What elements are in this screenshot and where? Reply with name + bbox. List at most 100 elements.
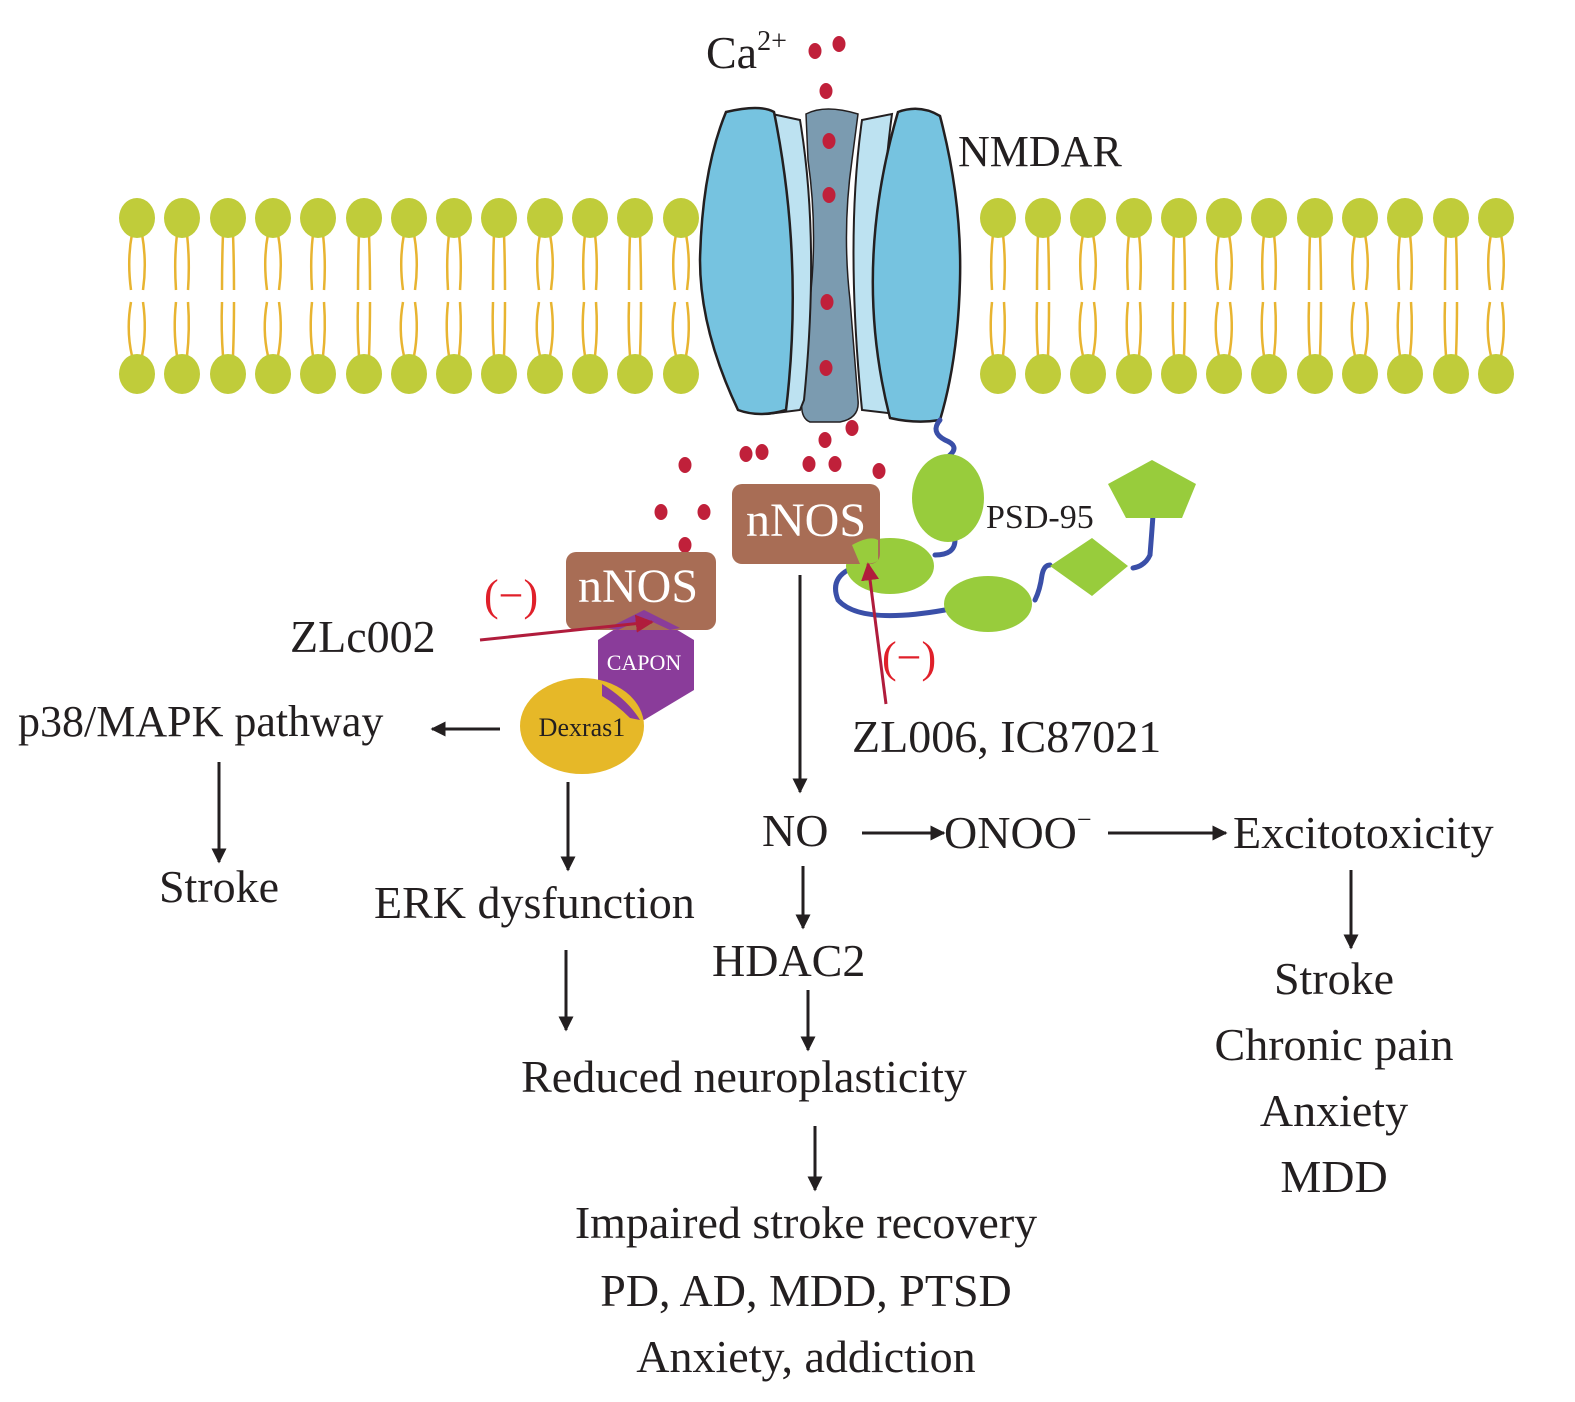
lipid-tail — [989, 301, 995, 357]
lipid-tail — [220, 233, 225, 291]
outcome-center-line: PD, AD, MDD, PTSD — [600, 1265, 1012, 1316]
lipid-head — [119, 198, 155, 238]
lipid-tail — [1227, 301, 1233, 357]
lipid-head — [391, 354, 427, 394]
lipid-tail — [231, 233, 236, 291]
calcium-ion — [872, 463, 886, 479]
lipid-head — [1297, 198, 1333, 238]
channel-subunit-right — [871, 107, 962, 423]
lipid-head — [1025, 354, 1061, 394]
lipid-tail — [1272, 233, 1278, 291]
calcium-ion — [820, 294, 834, 310]
calcium-label-base: Ca — [706, 27, 757, 78]
channel-subunit-left — [698, 106, 794, 416]
lipid-tail — [185, 233, 191, 291]
lipid-tail — [1137, 233, 1143, 291]
lipid-tail — [1499, 301, 1505, 357]
dexras1-label: Dexras1 — [539, 713, 626, 742]
lipid-tail — [593, 233, 599, 291]
calcium-ion — [739, 446, 753, 462]
zl006-inhibition-arrow — [861, 562, 888, 705]
p38-mapk-pathway-label: p38/MAPK pathway — [18, 697, 383, 746]
lipid-head — [1116, 354, 1152, 394]
calcium-ion — [822, 133, 836, 149]
lipid-tail — [263, 301, 270, 357]
lipid-tail — [1171, 233, 1176, 291]
lipid-tail — [581, 233, 587, 291]
lipid-molecule — [1342, 198, 1378, 394]
lipid-head — [980, 354, 1016, 394]
calcium-ion — [819, 83, 833, 99]
lipid-head — [346, 354, 382, 394]
lipid-molecule — [663, 198, 699, 394]
lipid-molecule — [1433, 198, 1469, 394]
lipid-tail — [321, 301, 327, 357]
lipid-head — [617, 198, 653, 238]
lipid-tail — [684, 301, 690, 357]
lipid-molecule — [980, 198, 1016, 394]
lipid-tail — [400, 233, 406, 291]
lipid-tail — [367, 301, 372, 357]
lipid-tail — [1260, 301, 1266, 357]
lipid-tail — [638, 301, 643, 357]
lipid-head — [572, 198, 608, 238]
lipid-tail — [412, 233, 418, 291]
lipid-tail — [989, 233, 995, 291]
lipid-tail — [627, 301, 632, 357]
lipid-tail — [1046, 233, 1051, 291]
onoo-label-charge: − — [1077, 805, 1092, 834]
lipid-molecule — [1251, 198, 1287, 394]
lipid-molecule — [300, 198, 336, 394]
lipid-tail — [672, 233, 678, 291]
zlc002-inhibition-arrow — [479, 614, 654, 642]
outcome-right-line: MDD — [1280, 1151, 1387, 1202]
hdac2-label: HDAC2 — [712, 935, 865, 986]
lipid-molecule — [164, 198, 200, 394]
lipid-tail — [548, 233, 554, 291]
lipid-tail — [309, 233, 315, 291]
lipid-tail — [264, 233, 270, 291]
lipid-head — [436, 198, 472, 238]
lipid-tail — [1001, 233, 1007, 291]
lipid-tail — [1182, 301, 1187, 357]
lipid-tail — [1318, 301, 1323, 357]
lipid-head — [436, 354, 472, 394]
calcium-ion — [697, 504, 711, 520]
erk-dysfunction-label: ERK dysfunction — [374, 877, 695, 928]
lipid-head — [980, 198, 1016, 238]
lipid-head — [1251, 354, 1287, 394]
lipid-head — [1070, 198, 1106, 238]
psd95-pdz1-domain — [912, 454, 984, 542]
lipid-head — [1251, 198, 1287, 238]
lipid-tail — [1035, 301, 1040, 357]
psd95-label: PSD-95 — [986, 499, 1094, 536]
calcium-ion — [845, 420, 859, 436]
lipid-molecule — [572, 198, 608, 394]
nmdar-label: NMDAR — [958, 127, 1122, 176]
lipid-molecule — [1116, 198, 1152, 394]
lipid-molecule — [436, 198, 472, 394]
lipid-tail — [1486, 301, 1493, 357]
lipid-tail — [1363, 233, 1369, 291]
lipid-tail — [356, 233, 361, 291]
lipid-tail — [356, 301, 361, 357]
calcium-ions — [654, 36, 886, 553]
lipid-tail — [1215, 233, 1221, 291]
lipid-tail — [1443, 233, 1448, 291]
calcium-ion — [802, 456, 816, 472]
lipid-tail — [671, 301, 678, 357]
lipid-head — [164, 354, 200, 394]
lipid-head — [1161, 198, 1197, 238]
lipid-tail — [399, 301, 406, 357]
lipid-tail — [1214, 301, 1221, 357]
lipid-tail — [1227, 233, 1233, 291]
lipid-head — [1161, 354, 1197, 394]
calcium-ion — [819, 360, 833, 376]
lipid-head — [481, 198, 517, 238]
lipid-molecule — [1161, 198, 1197, 394]
lipid-molecule — [1297, 198, 1333, 394]
lipid-head — [164, 198, 200, 238]
nnos-capon-bound-box — [566, 552, 716, 630]
lipid-tail — [491, 301, 496, 357]
lipid-head — [1206, 354, 1242, 394]
